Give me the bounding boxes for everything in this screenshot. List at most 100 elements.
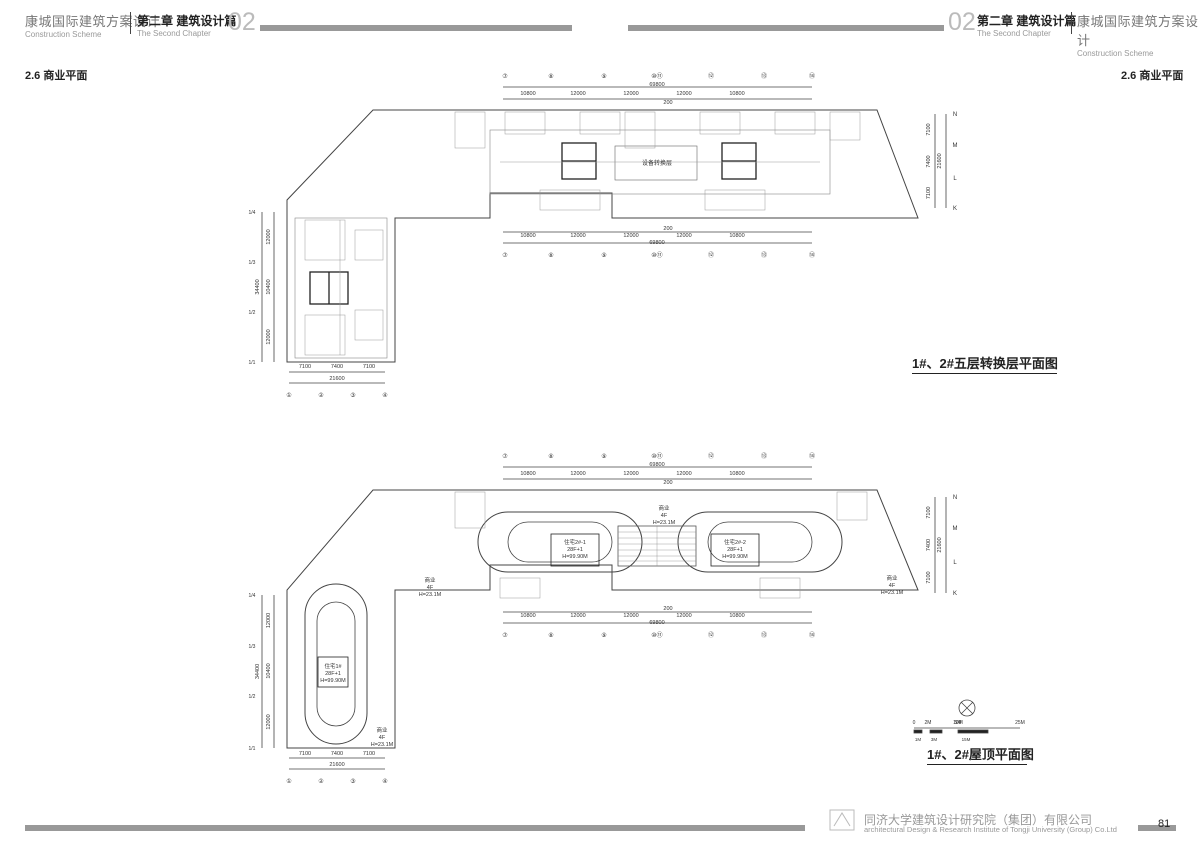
- dimension-label: 12000: [570, 471, 585, 477]
- plan1-title: 1#、2#五层转换层平面图: [912, 356, 1058, 371]
- dimension-gap: 200: [663, 226, 672, 232]
- dimension-label: 10800: [520, 91, 535, 97]
- section-title-right: 2.6 商业平面: [1121, 70, 1184, 82]
- dimension-total: 21600: [329, 376, 344, 382]
- axis-label: ⑨: [601, 632, 606, 639]
- dimension-label: 7100: [926, 506, 932, 518]
- chapter-title-right: 第二章 建筑设计篇: [977, 14, 1077, 28]
- dimension-label: 12000: [676, 233, 691, 239]
- header-divider: [130, 12, 131, 34]
- plan2-drawing: [261, 466, 947, 770]
- dimension-label: 10800: [520, 613, 535, 619]
- dimension-label: 7400: [926, 155, 932, 167]
- axis-label: K: [953, 206, 957, 212]
- axis-label: 1/3: [249, 644, 256, 650]
- axis-label: ⑩⑪: [651, 631, 662, 639]
- axis-label: ⑬: [761, 452, 767, 460]
- header-bar-right: [628, 25, 944, 31]
- dimension-total: 21600: [937, 153, 943, 168]
- dimension-label: 7100: [363, 751, 375, 757]
- dimension-label: 12000: [623, 471, 638, 477]
- dimension-label: 7100: [926, 123, 932, 135]
- commerce-label: 4F: [379, 735, 386, 741]
- dimension-total: 69800: [649, 620, 664, 626]
- axis-label: 1/4: [249, 593, 256, 599]
- dimension-label: 7100: [299, 751, 311, 757]
- commerce-label: 4F: [661, 513, 668, 519]
- header-right: 康城国际建筑方案设计 Construction Scheme: [1077, 11, 1200, 58]
- dimension-label: 10800: [520, 471, 535, 477]
- dimension-label: 7400: [926, 539, 932, 551]
- dimension-total: 34400: [255, 279, 261, 294]
- institute-logo-icon: [829, 809, 855, 831]
- tower-label: 住宅2#-1: [564, 538, 586, 546]
- axis-label: ④: [382, 392, 387, 399]
- dimension-label: 7100: [363, 364, 375, 370]
- scale-label: 25M: [1015, 720, 1025, 726]
- dimension-total: 21600: [937, 537, 943, 552]
- dimension-label: 7100: [299, 364, 311, 370]
- axis-label: ⑭: [809, 631, 815, 639]
- commerce-label: H=23.1M: [653, 520, 676, 526]
- dimension-label: 7400: [331, 751, 343, 757]
- axis-label: ③: [350, 392, 355, 399]
- axis-label: ②: [318, 778, 324, 785]
- axis-label: ⑨: [601, 73, 606, 80]
- tower-label: H=99.90M: [562, 554, 588, 560]
- dimension-gap: 200: [663, 100, 672, 106]
- axis-label: ⑨: [601, 252, 606, 259]
- commerce-label: 4F: [889, 583, 896, 589]
- axis-label: ⑩⑪: [651, 72, 662, 80]
- header-left: 康城国际建筑方案设计 Construction Scheme: [25, 11, 160, 39]
- axis-label: ⑬: [761, 72, 767, 80]
- dimension-label: 12000: [676, 471, 691, 477]
- commerce-label: 商业: [376, 726, 388, 734]
- dimension-total: 69800: [649, 82, 664, 88]
- dimension-label: 7400: [331, 364, 343, 370]
- dimension-label: 12000: [623, 233, 638, 239]
- axis-label: ⑫: [708, 631, 714, 639]
- axis-label: ⑧: [548, 453, 553, 460]
- axis-label: 1/2: [249, 694, 256, 700]
- chapter-block-right: 第二章 建筑设计篇 The Second Chapter: [977, 12, 1076, 38]
- dimension-label: 10800: [729, 233, 744, 239]
- plan1-drawing: [261, 86, 947, 384]
- scale-label: 5M: [955, 720, 962, 726]
- commerce-label: 商业: [886, 574, 898, 582]
- axis-label: ⑦: [502, 632, 508, 639]
- header-bar-left: [260, 25, 572, 31]
- commerce-label: 商业: [658, 504, 670, 512]
- dimension-total: 21600: [329, 762, 344, 768]
- axis-label: ⑫: [708, 452, 714, 460]
- dimension-total: 34400: [255, 664, 261, 679]
- axis-label: N: [953, 495, 957, 501]
- equipment-floor-label: 设备转换层: [642, 159, 672, 167]
- dimension-label: 12000: [676, 613, 691, 619]
- tower-label: 28F+1: [325, 671, 341, 677]
- dimension-gap: 200: [663, 480, 672, 486]
- tower-label: 住宅2#-2: [724, 538, 746, 546]
- axis-label: ⑦: [502, 453, 508, 460]
- tower-label: 住宅1#: [324, 662, 342, 670]
- dimension-label: 12000: [570, 233, 585, 239]
- dimension-total: 69800: [649, 240, 664, 246]
- axis-label: 1/2: [249, 310, 256, 316]
- axis-label: ⑭: [809, 452, 815, 460]
- axis-label: ⑧: [548, 252, 553, 259]
- dimension-label: 10800: [729, 613, 744, 619]
- axis-label: N: [953, 112, 957, 118]
- chapter-number: 02: [228, 8, 256, 36]
- dimension-total: 69800: [649, 462, 664, 468]
- axis-label: ⑫: [708, 72, 714, 80]
- project-title-right: 康城国际建筑方案设计: [1077, 14, 1199, 48]
- dimension-label: 12000: [623, 613, 638, 619]
- axis-label: ⑭: [809, 251, 815, 259]
- plan2-title-underline: [927, 764, 1027, 765]
- dimension-label: 12000: [623, 91, 638, 97]
- dimension-label: 12000: [266, 714, 272, 729]
- dimension-label: 10400: [266, 279, 272, 294]
- institute-name-en: architectural Design & Research Institut…: [864, 825, 1117, 834]
- commerce-label: 4F: [427, 585, 434, 591]
- project-subtitle: Construction Scheme: [25, 30, 102, 39]
